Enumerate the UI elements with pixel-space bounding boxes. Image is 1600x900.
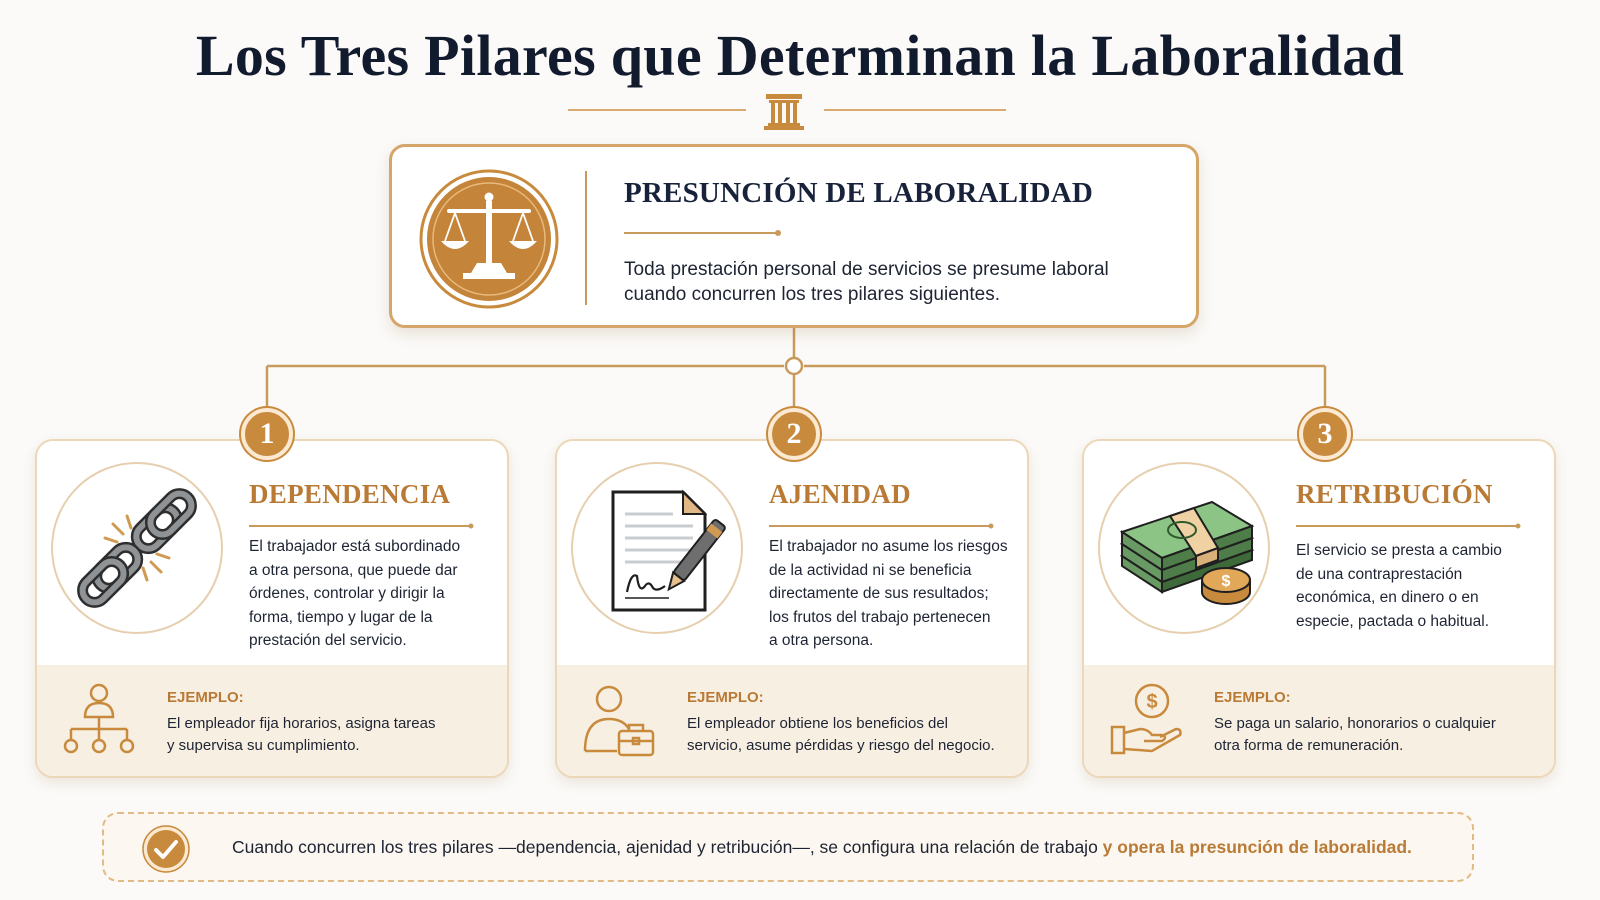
person-briefcase-icon	[583, 685, 655, 757]
hand-coin-icon: $	[1110, 683, 1182, 755]
conclusion-highlight: y opera la presunción de laboralidad.	[1102, 837, 1412, 857]
presumption-heading: PRESUNCIÓN DE LABORALIDAD	[624, 177, 1094, 209]
pillar-description: El trabajador está subordinado a otra pe…	[249, 538, 461, 649]
money-stack-icon: $	[1119, 500, 1255, 605]
example-label: EJEMPLO:	[167, 689, 244, 706]
svg-text:$: $	[1222, 573, 1231, 590]
pillar-number-badge: 3	[1299, 408, 1351, 460]
pillar-icon-ring: $	[1098, 462, 1270, 634]
pillar-title: RETRIBUCIÓN	[1296, 479, 1493, 509]
conclusion-banner: Cuando concurren los tres pilares —depen…	[102, 812, 1474, 882]
title-underline	[769, 523, 994, 529]
presumption-description: Toda prestación personal de servicios se…	[624, 259, 1109, 305]
example-panel	[37, 665, 507, 776]
heading-underline	[624, 230, 781, 236]
title-underline	[249, 523, 474, 529]
example-text: Se paga un salario, honorarios o cualqui…	[1214, 715, 1496, 754]
example-panel	[557, 665, 1027, 776]
pillar-number-badge: 2	[768, 408, 820, 460]
broken-chain-icon	[77, 488, 197, 608]
example-label: EJEMPLO:	[1214, 689, 1291, 706]
pillar-title: DEPENDENCIA	[249, 479, 451, 509]
title-underline	[1296, 523, 1521, 529]
org-hierarchy-icon	[63, 683, 135, 754]
column-ornament-icon	[568, 94, 1006, 130]
divider	[585, 171, 587, 305]
pillar-number-badge: 1	[241, 408, 293, 460]
pillar-icon-ring	[51, 462, 223, 634]
signed-document-icon	[611, 489, 726, 612]
example-label: EJEMPLO:	[687, 689, 764, 706]
pillar-card-dependencia: DEPENDENCIA El trabajador está subordina…	[35, 439, 509, 778]
presumption-card: PRESUNCIÓN DE LABORALIDAD Toda prestació…	[389, 144, 1199, 328]
example-text: El empleador obtiene los beneficios del …	[687, 715, 995, 754]
pillar-card-ajenidad: AJENIDAD El trabajador no asume los ries…	[555, 439, 1029, 778]
example-panel	[1084, 665, 1554, 776]
pillar-card-retribucion: $ RETRIBUCIÓN El servicio se presta a ca…	[1082, 439, 1556, 778]
check-circle-icon	[142, 825, 190, 873]
svg-text:$: $	[1146, 691, 1157, 713]
pillar-icon-ring	[571, 462, 743, 634]
example-text: El empleador fija horarios, asigna tarea…	[167, 715, 436, 754]
scales-of-justice-icon	[419, 169, 559, 309]
conclusion-text: Cuando concurren los tres pilares —depen…	[232, 837, 1412, 857]
page-title: Los Tres Pilares que Determinan la Labor…	[195, 23, 1405, 88]
pillar-title: AJENIDAD	[769, 479, 911, 509]
pillar-description: El trabajador no asume los riesgos de la…	[769, 538, 1008, 649]
pillar-description: El servicio se presta a cambio de una co…	[1296, 542, 1502, 630]
